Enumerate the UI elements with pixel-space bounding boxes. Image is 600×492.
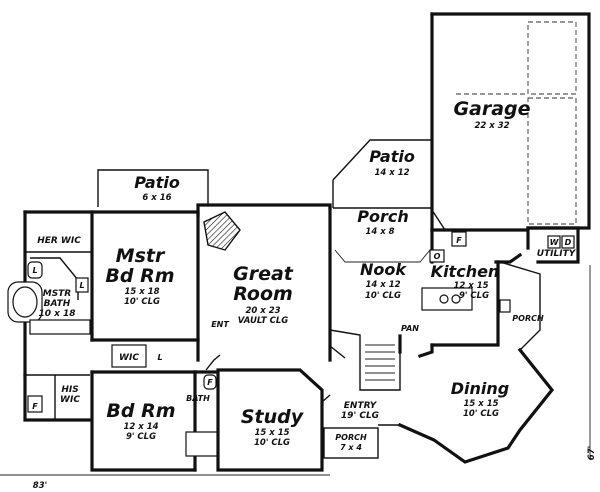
porch-side-label: PORCH <box>512 314 544 323</box>
fridge-label-bath: F <box>207 378 213 387</box>
patio-left-size: 6 x 16 <box>142 193 171 203</box>
bedroom-ceiling: 9' CLG <box>126 432 156 442</box>
porch-small-name: PORCH <box>335 433 367 442</box>
master-bedroom-name-2: Bd Rm <box>105 265 174 287</box>
linen-label-2: L <box>32 266 37 275</box>
great-room-size: 20 x 23 <box>245 306 280 316</box>
fridge-label-wic: F <box>32 402 38 411</box>
depth-dimension: 67' <box>587 446 597 460</box>
entertainment-label: ENT <box>211 320 229 329</box>
entry-name: ENTRY <box>344 401 378 411</box>
nook-size: 14 x 12 <box>365 280 400 290</box>
study-size: 15 x 15 <box>254 428 289 438</box>
wic-label: WIC <box>119 353 139 363</box>
master-bedroom-name-1: Mstr <box>116 245 166 267</box>
study-walls <box>216 368 331 472</box>
utility-room <box>526 226 580 264</box>
bath-walls <box>185 370 219 457</box>
porch-small <box>323 427 379 459</box>
dimension-lines <box>0 265 591 476</box>
great-room-name-2: Room <box>233 283 293 305</box>
dining-ceiling: 10' CLG <box>463 409 499 419</box>
porch-small-size: 7 x 4 <box>340 443 362 452</box>
his-wic <box>23 344 147 422</box>
entry-ceiling: 19' CLG <box>341 411 379 421</box>
pantry-label: PAN <box>401 324 419 333</box>
nook-name: Nook <box>360 260 407 279</box>
kitchen-size: 12 x 15 <box>453 281 488 291</box>
great-room-ceiling: VAULT CLG <box>238 316 289 326</box>
kitchen-ceiling: 9' CLG <box>459 291 489 301</box>
great-room-name-1: Great <box>233 263 294 285</box>
her-wic-label: HER WIC <box>37 236 81 246</box>
nook-ceiling: 10' CLG <box>365 291 401 301</box>
master-bath-name-1: MSTR <box>43 289 72 299</box>
bedroom-size: 12 x 14 <box>123 422 158 432</box>
patio-top-name: Patio <box>369 147 415 166</box>
linen-label-1: L <box>79 281 84 290</box>
washer-label: W <box>550 238 560 247</box>
linen-label-3: L <box>157 353 162 362</box>
center-walls <box>328 206 541 362</box>
dining-name: Dining <box>451 379 509 398</box>
master-bath-size: 10 x 18 <box>38 309 75 319</box>
entry-stairs <box>329 329 401 391</box>
garage-name: Garage <box>453 98 530 120</box>
fridge-label-kitchen: F <box>456 236 462 245</box>
patio-top <box>332 139 432 208</box>
dining-walls <box>378 343 555 464</box>
bedroom-name: Bd Rm <box>106 400 175 422</box>
patio-left-name: Patio <box>134 173 180 192</box>
oven-label: O <box>434 252 441 261</box>
his-wic-label-1: HIS <box>61 385 78 395</box>
porch-size: 14 x 8 <box>365 227 394 237</box>
kitchen-name: Kitchen <box>431 262 500 281</box>
dryer-label: D <box>565 238 572 247</box>
study-name: Study <box>241 406 305 428</box>
master-bath-name-2: BATH <box>44 299 71 309</box>
study-ceiling: 10' CLG <box>254 438 290 448</box>
garage-walls <box>430 12 591 232</box>
width-dimension: 83' <box>33 481 47 491</box>
garage-size: 22 x 32 <box>474 121 509 131</box>
great-room-walls <box>196 203 332 371</box>
patio-left <box>97 169 209 207</box>
master-bedroom-size: 15 x 18 <box>124 287 159 297</box>
dining-size: 15 x 15 <box>463 399 498 409</box>
utility-label: UTILITY <box>537 249 577 259</box>
master-suite-walls <box>7 210 200 377</box>
master-bedroom-ceiling: 10' CLG <box>124 297 160 307</box>
his-wic-label-2: WIC <box>60 395 80 405</box>
porch-name: Porch <box>357 207 408 226</box>
bath-label: BATH <box>186 394 210 403</box>
patio-top-size: 14 x 12 <box>374 168 409 178</box>
